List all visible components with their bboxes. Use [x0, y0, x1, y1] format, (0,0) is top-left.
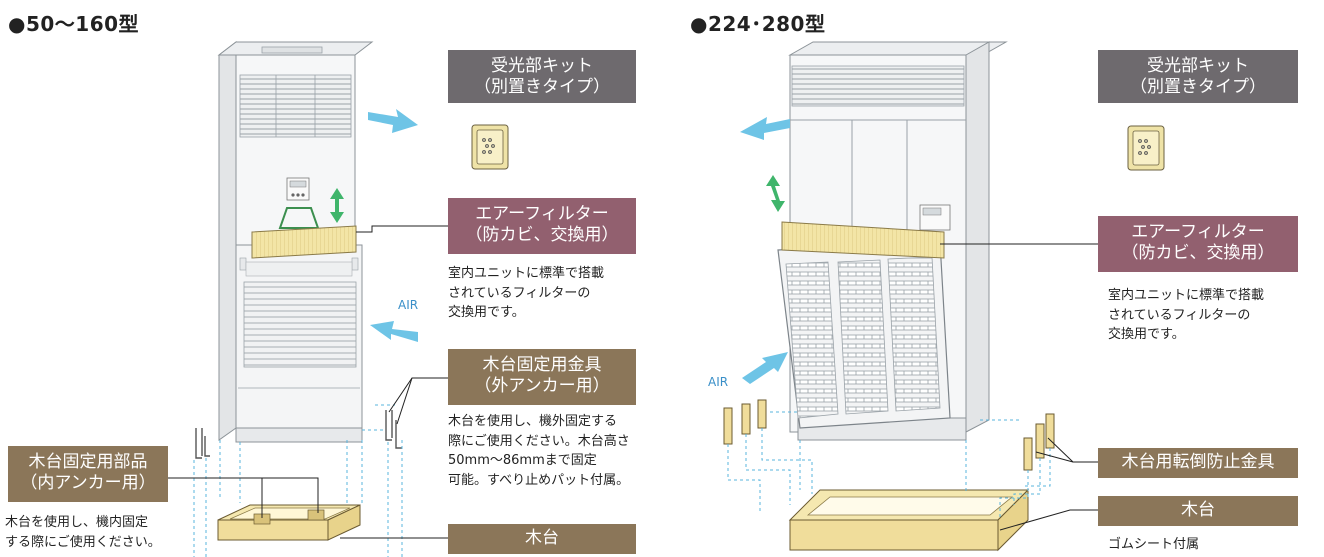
left-air-filter-label: エアーフィルター （防カビ、交換用） [448, 198, 636, 254]
left-outer-anchor-desc: 木台を使用し、機外固定する 際にご使用ください。木台高さ 50mm〜86mmまで… [448, 414, 630, 488]
receiver-kit-icon [1127, 125, 1165, 171]
right-leader-lines [940, 243, 1098, 531]
right-air-filter-desc: 室内ユニットに標準で搭載 されているフィルターの 交換用です。 [1108, 288, 1265, 342]
right-air-label: AIR [708, 375, 729, 389]
receiver-kit-icon [471, 124, 509, 170]
left-inner-anchor-desc: 木台を使用し、機内固定 する際にご使用ください。 [5, 515, 161, 550]
right-receiver-kit-label: 受光部キット （別置きタイプ） [1098, 50, 1298, 103]
left-air-label: AIR [398, 298, 419, 312]
right-wood-base [788, 488, 1030, 552]
left-air-filter [251, 225, 357, 259]
air-in-arrow-icon [742, 352, 788, 384]
right-front-panel [777, 241, 951, 429]
right-air-filter-label: エアーフィルター （防カビ、交換用） [1098, 216, 1298, 272]
left-air-filter-desc: 室内ユニットに標準で搭載 されているフィルターの 交換用です。 [448, 266, 605, 320]
left-wood-base [217, 504, 361, 541]
left-leader-lines [168, 225, 448, 539]
air-out-arrow-icon [368, 109, 418, 133]
right-wood-base-desc: ゴムシート付属 [1108, 537, 1200, 552]
up-down-arrow-icon [330, 188, 344, 223]
left-outer-anchor-label: 木台固定用金具 （外アンカー用） [448, 349, 636, 405]
right-tip-prevent-label: 木台用転倒防止金具 [1098, 448, 1298, 478]
left-inner-anchor-label: 木台固定用部品 （内アンカー用） [8, 446, 168, 502]
right-tip-prevent-brackets [723, 399, 1055, 471]
left-heading: ●50〜160型 [8, 12, 140, 36]
up-down-arrow-icon [766, 175, 785, 212]
air-in-arrow-icon [370, 321, 418, 342]
right-heading: ●224･280型 [690, 12, 826, 36]
left-receiver-kit-label: 受光部キット （別置きタイプ） [448, 50, 636, 103]
right-air-filter [781, 221, 945, 259]
air-out-arrow-icon [740, 117, 790, 140]
left-anchor-brackets [195, 410, 402, 459]
left-wood-base-label: 木台 [448, 524, 636, 554]
right-wood-base-label: 木台 [1098, 496, 1298, 526]
right-guide-lines [727, 411, 1051, 520]
